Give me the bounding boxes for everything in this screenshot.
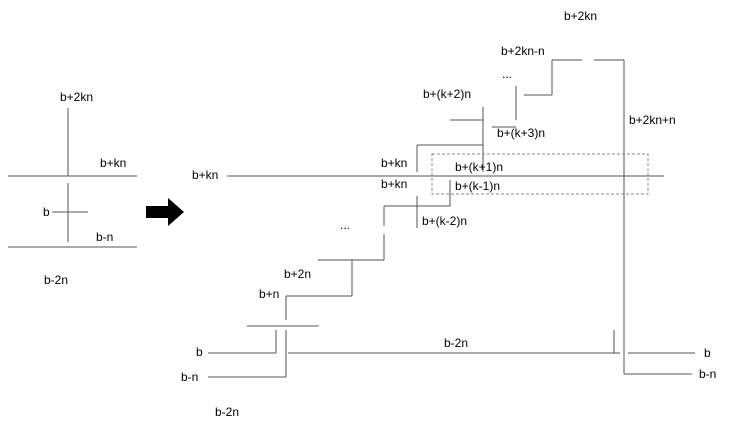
label-dots-top: ...	[502, 67, 512, 81]
label-minus-n-left: b-n	[181, 370, 198, 384]
left-label-kn: b+kn	[100, 156, 126, 170]
label-2kn-minus-n: b+2kn-n	[501, 44, 545, 58]
label-b-left: b	[196, 345, 203, 359]
left-label-minus-n: b-n	[96, 230, 113, 244]
label-kn-b: b+kn	[381, 177, 407, 191]
label-2n: b+2n	[284, 267, 311, 281]
right-diagram: b+2kn b+2kn-n ... b+(k+2)n b+(k+3)n b+2k…	[181, 9, 716, 419]
highlight-box	[431, 153, 649, 195]
label-k2n: b+(k+2)n	[423, 87, 471, 101]
label-k1n-plus: b+(k+1)n	[455, 160, 503, 174]
label-kn-a: b+kn	[381, 156, 407, 170]
label-k2n-minus: b+(k-2)n	[422, 214, 467, 228]
label-dots-mid: ...	[340, 218, 350, 232]
label-n: b+n	[259, 287, 279, 301]
left-diagram: b+2kn b+kn b b-n b-2n	[8, 90, 137, 287]
label-minus-2n-mid: b-2n	[444, 336, 468, 350]
left-label-b: b	[43, 205, 50, 219]
label-k3n: b+(k+3)n	[497, 126, 545, 140]
label-kn-line: b+kn	[192, 168, 218, 182]
label-2kn-plus-n: b+2kn+n	[629, 113, 676, 127]
left-label-2kn: b+2kn	[60, 90, 93, 104]
label-b-right: b	[704, 346, 711, 360]
label-top-2kn: b+2kn	[564, 9, 597, 23]
right-arrow-icon	[146, 198, 184, 226]
label-minus-n-right: b-n	[699, 367, 716, 381]
left-label-minus-2n: b-2n	[44, 273, 68, 287]
label-minus-2n-bottom: b-2n	[215, 405, 239, 419]
label-k1n-minus: b+(k-1)n	[455, 179, 500, 193]
